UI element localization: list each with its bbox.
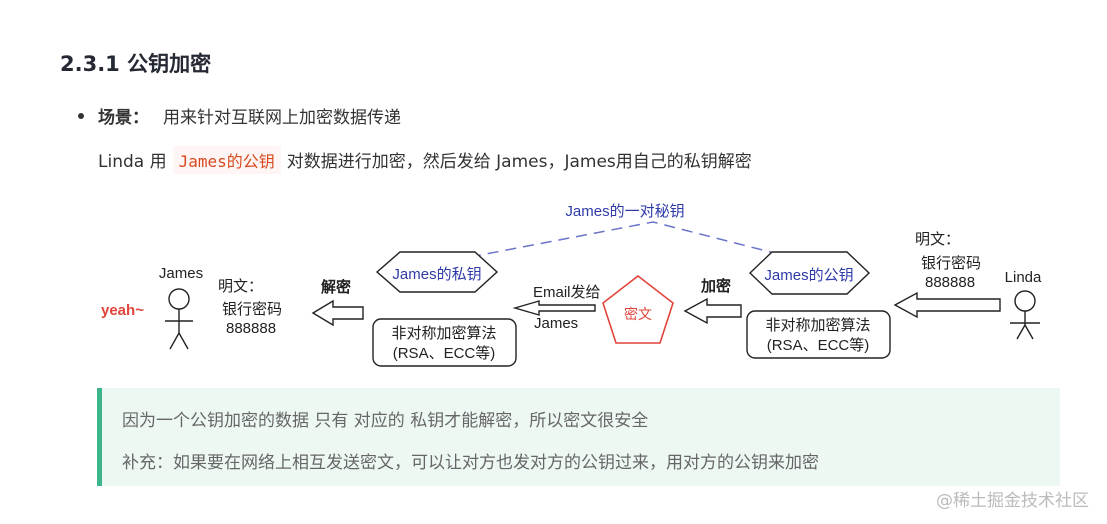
note-line-1: 因为一个公钥加密的数据 只有 对应的 私钥才能解密，所以密文很安全 xyxy=(122,411,649,431)
yeah-text: yeah~ xyxy=(101,302,144,319)
right-algo-line2: (RSA、ECC等) xyxy=(767,336,870,354)
public-key-encryption-diagram: James的一对秘钥 James yeah~ 明文： 银行密码 888888 解… xyxy=(101,203,1042,367)
left-plain-label: 明文： xyxy=(218,278,263,295)
left-plain-line1: 银行密码 xyxy=(222,301,282,318)
scenario-bullet: 场景： 用来针对互联网上加密数据传递 xyxy=(78,103,401,128)
email-arrow-icon xyxy=(512,300,596,316)
para-after: 对数据进行加密，然后发给 James，James用自己的私钥解密 xyxy=(286,152,752,172)
email-target: James xyxy=(534,315,578,332)
left-algo-line1: 非对称加密算法 xyxy=(391,324,496,342)
right-algorithm-box xyxy=(746,310,891,359)
private-key-label: James的私钥 xyxy=(392,266,481,283)
james-figure-icon xyxy=(165,288,193,350)
email-label: Email发给 xyxy=(533,284,601,301)
section-heading: 2.3.1 公钥加密 xyxy=(60,52,212,76)
linda-figure-icon xyxy=(1010,290,1040,340)
inline-code: James的公钥 xyxy=(172,146,281,174)
note-line-2: 补充：如果要在网络上相互发送密文，可以让对方也发对方的公钥过来，用对方的公钥来加… xyxy=(122,453,819,473)
encrypt-label: 加密 xyxy=(700,277,731,295)
linda-arrow-icon xyxy=(893,291,1001,319)
key-pair-label: James的一对秘钥 xyxy=(565,203,684,220)
left-algorithm-box xyxy=(372,318,517,367)
ciphertext-label: 密文 xyxy=(624,306,652,322)
scenario-text: 用来针对互联网上加密数据传递 xyxy=(163,108,401,128)
left-algo-line2: (RSA、ECC等) xyxy=(393,344,496,362)
scenario-label: 场景： xyxy=(98,108,149,128)
public-key-hexagon xyxy=(748,251,871,295)
decrypt-label: 解密 xyxy=(321,278,351,296)
key-pair-connector xyxy=(469,221,791,258)
bullet-dot-icon xyxy=(78,113,84,119)
linda-name: Linda xyxy=(1005,269,1042,286)
right-plain-line1: 银行密码 xyxy=(921,255,981,272)
right-algo-line1: 非对称加密算法 xyxy=(765,316,870,334)
note-blockquote: 因为一个公钥加密的数据 只有 对应的 私钥才能解密，所以密文很安全 补充：如果要… xyxy=(97,388,1060,486)
right-plain-line2: 888888 xyxy=(925,274,975,291)
private-key-hexagon xyxy=(375,251,499,293)
public-key-label: James的公钥 xyxy=(764,267,853,284)
ciphertext-pentagon xyxy=(602,274,674,344)
watermark: @稀土掘金技术社区 xyxy=(936,491,1089,511)
james-name: James xyxy=(159,265,203,282)
encrypt-arrow-icon xyxy=(683,297,742,325)
right-plain-label: 明文： xyxy=(915,231,960,248)
left-plain-line2: 888888 xyxy=(226,320,276,337)
para-before: Linda 用 xyxy=(98,152,167,172)
decrypt-arrow-icon xyxy=(311,299,364,327)
